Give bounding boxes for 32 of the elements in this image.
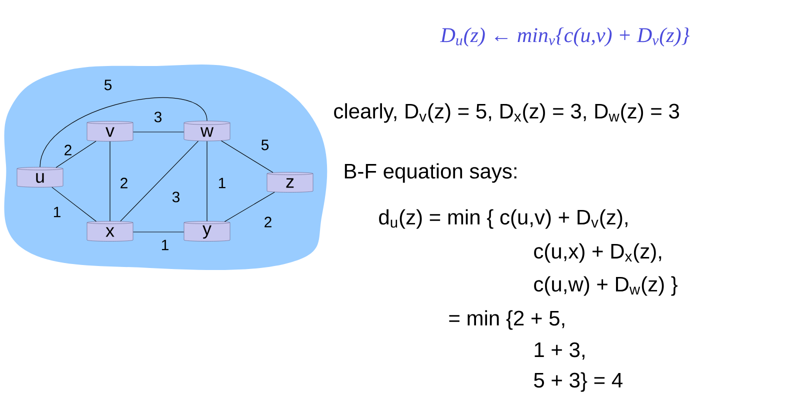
- equation-text: 1 + 3,: [534, 342, 584, 360]
- equation-text: = min {2 + 5,: [449, 310, 564, 330]
- equation-text: d$_{u}$(z) = min { c(u,v) + D$_{v}$(z),: [379, 209, 628, 229]
- edge-label: 5: [261, 140, 269, 150]
- router-node: x: [86, 221, 134, 242]
- router-node: y: [184, 221, 230, 242]
- formula-text: D$_{u}$(z) ← min$_{v}${c(u,v) + D$_{v}$(z)}: [440, 27, 690, 47]
- router-node: z: [266, 172, 314, 192]
- edge-label: 2: [64, 144, 72, 156]
- edge-label: 1: [162, 240, 168, 250]
- link-line: [224, 192, 275, 222]
- equation-text: c(u,x) + D$_{x}$(z),: [534, 243, 662, 263]
- edge-label: 1: [218, 178, 226, 188]
- router-node: w: [184, 120, 230, 142]
- link-line: [40, 97, 208, 168]
- router-node: u: [16, 167, 64, 188]
- edge-label: 3: [172, 192, 180, 202]
- edge-label: 3: [154, 112, 162, 122]
- edge-label: 1: [54, 206, 60, 218]
- link-line: [120, 140, 199, 222]
- edge-label: 5: [104, 80, 112, 90]
- edge-label: 2: [120, 178, 128, 188]
- link-line: [206, 140, 208, 222]
- link-line: [52, 186, 96, 222]
- link-line: [220, 140, 274, 173]
- equation-text: B-F equation says:: [344, 163, 516, 183]
- equation-text: c(u,w) + D$_{w}$(z) }: [534, 276, 678, 296]
- equation-text: 5 + 3} = 4: [534, 372, 622, 392]
- router-node: v: [86, 121, 134, 142]
- edge-label: 2: [264, 216, 272, 228]
- link-line: [56, 140, 96, 168]
- equation-text: clearly, D$_{v}$(z) = 5, D$_{x}$(z) = 3, D$_{w}$(z) = 3: [334, 103, 679, 123]
